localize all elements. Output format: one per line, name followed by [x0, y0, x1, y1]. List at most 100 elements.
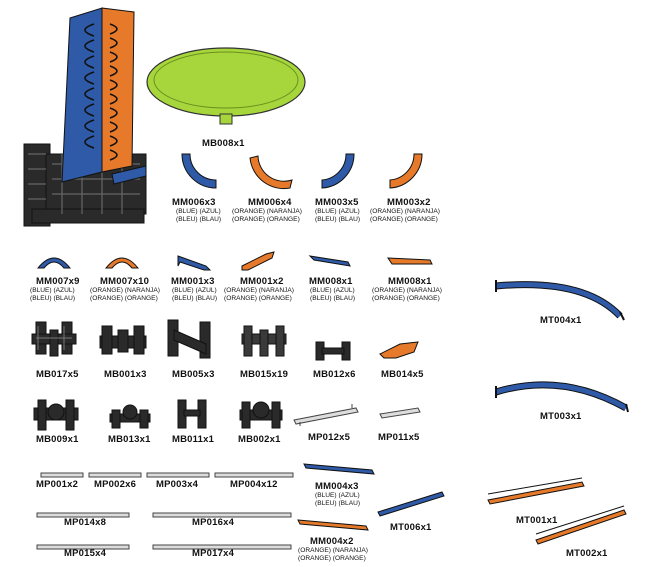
part-label: MM006x4 — [248, 197, 292, 208]
part-label: MT002x1 — [566, 548, 608, 559]
track-orange-image — [296, 518, 370, 532]
part-label: MB011x1 — [172, 434, 215, 445]
part-label: MT001x1 — [516, 515, 558, 526]
part-color: (ORANGE) (NARANJA) — [298, 547, 368, 554]
curved-rail-blue-image — [492, 378, 632, 414]
rail-gray-image — [152, 538, 292, 550]
rail-gray-image — [152, 506, 292, 518]
rail-gray-image — [36, 538, 130, 550]
part-color: (BLEU) (BLAU) — [176, 216, 222, 223]
base-piece-image — [31, 318, 77, 360]
curve-blue-image — [176, 152, 220, 194]
chute-orange-image — [378, 340, 420, 360]
part-color: (ORANGE) (NARANJA) — [224, 287, 294, 294]
curved-rail-blue-image — [494, 276, 628, 326]
part-label: MM006x3 — [172, 197, 216, 208]
part-label: MB015x19 — [240, 369, 289, 380]
part-color: (ORANGE) (ORANGE) — [232, 216, 300, 223]
part-color: (ORANGE) (ORANGE) — [298, 555, 366, 562]
part-color: (ORANGE) (NARANJA) — [90, 287, 160, 294]
part-label: MB017x5 — [36, 369, 79, 380]
part-label: MM003x5 — [315, 197, 359, 208]
part-color: (ORANGE) (ORANGE) — [370, 216, 438, 223]
dish-part-image — [145, 46, 307, 138]
track-blue-image — [302, 462, 376, 476]
part-color: (BLUE) (AZUL) — [310, 287, 355, 294]
base-piece-image — [238, 398, 284, 430]
track-blue-image — [308, 252, 352, 268]
part-color: (BLEU) (BLAU) — [315, 500, 361, 507]
part-label: MB001x3 — [104, 369, 147, 380]
part-label: MP001x2 — [36, 479, 79, 490]
part-label: MP017x4 — [192, 548, 235, 559]
part-label: MP016x4 — [192, 517, 235, 528]
curve-orange-image — [246, 152, 296, 194]
part-color: (ORANGE) (NARANJA) — [232, 208, 302, 215]
part-label: MB014x5 — [381, 369, 424, 380]
part-label: MT004x1 — [540, 315, 582, 326]
part-color: (BLUE) (AZUL) — [172, 287, 217, 294]
part-color: (ORANGE) (ORANGE) — [90, 295, 158, 302]
base-piece-image — [174, 398, 210, 430]
curve-orange-image — [386, 152, 430, 194]
base-piece-image — [166, 318, 212, 360]
rail-gray-image — [88, 466, 142, 478]
part-color: (BLEU) (BLAU) — [315, 216, 361, 223]
part-color: (ORANGE) (NARANJA) — [372, 287, 442, 294]
chute-orange-image — [104, 252, 140, 270]
rail-orange-image — [486, 477, 588, 506]
part-label: MM003x2 — [387, 197, 431, 208]
rail-blue-image — [376, 490, 446, 518]
part-label: MP015x4 — [64, 548, 107, 559]
part-label: MB013x1 — [108, 434, 151, 445]
chute-blue-image — [36, 252, 72, 270]
ramp-blue-image — [176, 250, 212, 272]
part-label: MM007x10 — [100, 276, 150, 287]
part-label: MB002x1 — [238, 434, 281, 445]
part-color: (ORANGE) (ORANGE) — [372, 295, 440, 302]
part-label: MM004x2 — [310, 536, 354, 547]
part-label: MB012x6 — [313, 369, 356, 380]
rail-orange-image — [534, 505, 630, 546]
part-label: MP002x6 — [94, 479, 137, 490]
part-color: (BLUE) (AZUL) — [315, 492, 360, 499]
part-label: MP014x8 — [64, 517, 107, 528]
part-label: MB005x3 — [172, 369, 215, 380]
part-label: MM001x3 — [171, 276, 215, 287]
part-label: MB009x1 — [36, 434, 79, 445]
base-piece-image — [32, 398, 80, 432]
part-label: MP012x5 — [308, 432, 351, 443]
part-label: MT006x1 — [390, 522, 432, 533]
part-color: (BLUE) (AZUL) — [30, 287, 75, 294]
rail-gray-image — [146, 466, 210, 478]
part-label: MM004x3 — [315, 481, 359, 492]
part-color: (BLEU) (BLAU) — [310, 295, 356, 302]
assembled-tower-image — [22, 4, 152, 230]
part-label: MM007x9 — [36, 276, 80, 287]
part-color: (BLUE) (AZUL) — [176, 208, 221, 215]
part-label: MP003x4 — [156, 479, 199, 490]
ramp-orange-image — [240, 250, 276, 272]
rail-gray-image — [36, 506, 130, 518]
part-color: (BLUE) (AZUL) — [315, 208, 360, 215]
base-piece-image — [108, 402, 152, 430]
base-piece-image — [314, 340, 352, 362]
rail-gray-image — [292, 404, 362, 426]
part-label: MP004x12 — [230, 479, 278, 490]
part-label: MP011x5 — [378, 432, 420, 443]
part-color: (BLEU) (BLAU) — [30, 295, 76, 302]
part-label: MM008x1 — [309, 276, 353, 287]
part-color: (BLEU) (BLAU) — [172, 295, 218, 302]
part-label: MT003x1 — [540, 411, 582, 422]
part-label: MB008x1 — [202, 138, 245, 149]
part-label: MM008x1 — [388, 276, 432, 287]
part-label: MM001x2 — [240, 276, 284, 287]
rail-gray-image — [378, 404, 422, 422]
part-color: (ORANGE) (NARANJA) — [370, 208, 440, 215]
base-piece-image — [98, 322, 148, 358]
rail-gray-image — [40, 466, 84, 478]
curve-blue-image — [318, 152, 362, 194]
part-color: (ORANGE) (ORANGE) — [224, 295, 292, 302]
rail-gray-image — [214, 466, 294, 478]
base-piece-image — [240, 324, 288, 360]
